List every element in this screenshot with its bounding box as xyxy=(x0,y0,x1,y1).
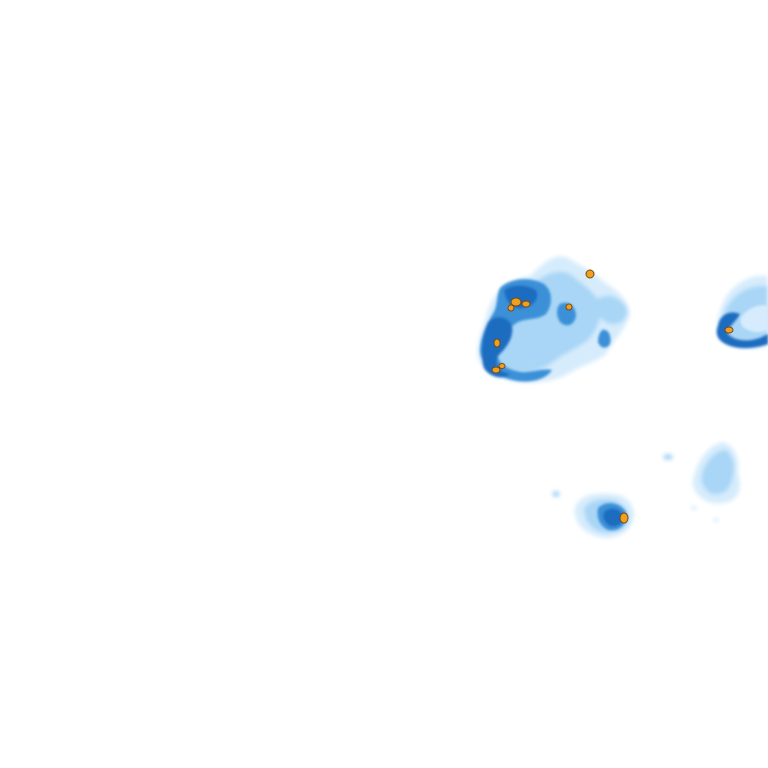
east-core-1 xyxy=(724,326,734,334)
north-moderate-east xyxy=(598,329,611,348)
scatter-speck-3 xyxy=(713,518,719,522)
north-core-8 xyxy=(498,363,506,369)
north-core-6 xyxy=(493,338,501,348)
north-core-4 xyxy=(585,269,595,279)
north-core-3 xyxy=(507,304,515,312)
north-core-7 xyxy=(491,366,501,374)
cell-north-cluster xyxy=(477,256,630,383)
cell-east-scatter xyxy=(663,442,740,522)
north-core-1 xyxy=(510,297,522,307)
cell-south xyxy=(552,491,634,538)
north-core-2 xyxy=(521,300,531,308)
scatter-light-area xyxy=(701,450,734,495)
south-heavy-core xyxy=(603,508,624,527)
north-light-east-arm xyxy=(595,295,628,325)
east-inner-clear xyxy=(740,305,768,333)
east-heavy-ring xyxy=(716,312,768,349)
south-core-1 xyxy=(619,512,629,524)
south-speck-1 xyxy=(552,491,560,497)
north-core-5 xyxy=(565,303,573,311)
cell-east-edge xyxy=(716,276,768,349)
scatter-speck-1 xyxy=(663,454,673,460)
scatter-speck-2 xyxy=(691,506,697,510)
north-moderate-ring xyxy=(480,279,552,382)
